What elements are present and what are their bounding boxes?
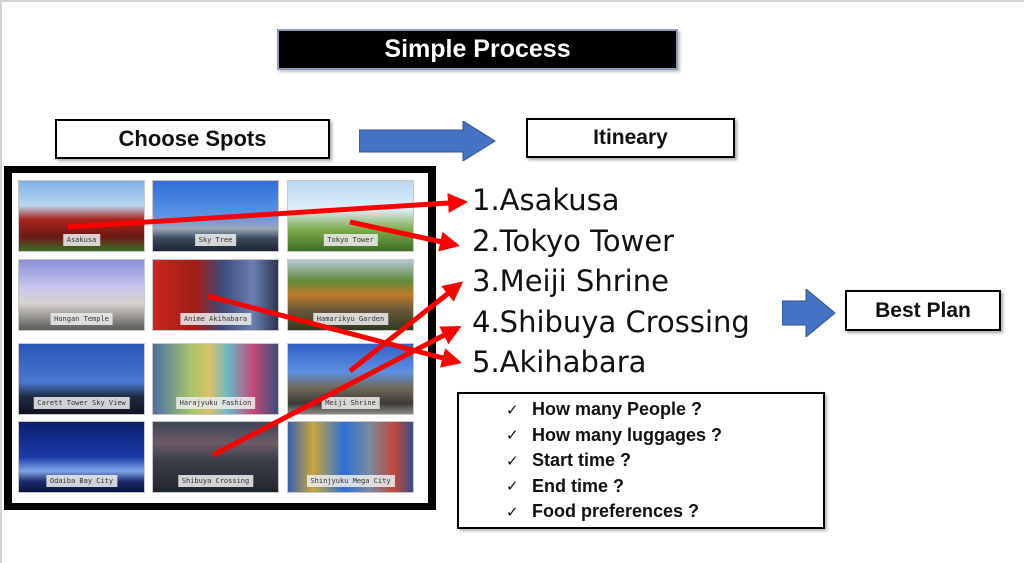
slide-title: Simple Process bbox=[277, 29, 678, 70]
checklist: ✓ How many People ? ✓ How many luggages ? ✓ S… bbox=[459, 394, 823, 525]
spot-tile[interactable]: Meiji Shrine bbox=[287, 343, 414, 415]
step-itinerary: Itineary bbox=[526, 118, 735, 158]
spot-tile[interactable]: Anime Akihabara bbox=[152, 259, 279, 331]
spot-tile[interactable]: Shinjyuku Mega City bbox=[287, 421, 414, 493]
spot-tile[interactable]: Hamarikyu Garden bbox=[287, 259, 414, 331]
checkmark-icon: ✓ bbox=[506, 478, 519, 496]
checklist-item-label: Start time ? bbox=[532, 450, 632, 471]
spot-tile[interactable]: Carett Tower Sky View bbox=[18, 343, 145, 415]
step-choose-spots-label: Choose Spots bbox=[118, 126, 267, 151]
spot-tile[interactable]: Asakusa bbox=[18, 180, 145, 252]
slide-border-top bbox=[0, 0, 1024, 2]
slide-title-text: Simple Process bbox=[384, 35, 571, 63]
spot-caption: Carett Tower Sky View bbox=[33, 397, 130, 409]
checkmark-icon: ✓ bbox=[506, 401, 519, 419]
checklist-item: ✓ How many People ? bbox=[506, 397, 823, 423]
spot-caption: Shinjyuku Mega City bbox=[306, 475, 395, 487]
checklist-item: ✓ End time ? bbox=[506, 474, 823, 500]
spot-tile[interactable]: Harajyuku Fashion bbox=[152, 343, 279, 415]
spot-caption: Shibuya Crossing bbox=[177, 475, 254, 487]
itinerary-item: 2.Tokyo Tower bbox=[472, 223, 675, 258]
checklist-item-label: How many People ? bbox=[532, 399, 703, 420]
checkmark-icon: ✓ bbox=[506, 452, 519, 470]
spot-tile[interactable]: Odaiba Bay City bbox=[18, 421, 145, 493]
checklist-item: ✓ Food preferences ? bbox=[506, 499, 823, 525]
checklist-box: ✓ How many People ? ✓ How many luggages ? ✓ S… bbox=[457, 392, 825, 529]
slide-border-left bbox=[0, 0, 2, 563]
checklist-item: ✓ How many luggages ? bbox=[506, 423, 823, 449]
itinerary-item: 4.Shibuya Crossing bbox=[472, 304, 750, 339]
step-itinerary-label: Itineary bbox=[593, 126, 668, 149]
spot-tile[interactable]: Sky Tree bbox=[152, 180, 279, 252]
spot-caption: Odaiba Bay City bbox=[45, 475, 118, 487]
spot-caption: Tokyo Tower bbox=[323, 234, 378, 246]
step-best-plan: Best Plan bbox=[845, 290, 1001, 331]
step-best-plan-label: Best Plan bbox=[875, 298, 971, 322]
spot-tile[interactable]: Tokyo Tower bbox=[287, 180, 414, 252]
spot-caption: Sky Tree bbox=[194, 234, 237, 246]
checklist-item: ✓ Start time ? bbox=[506, 448, 823, 474]
flow-arrow-1-icon bbox=[359, 121, 496, 161]
spot-caption: Meiji Shrine bbox=[321, 397, 380, 409]
spot-caption: Anime Akihabara bbox=[179, 313, 252, 325]
spot-caption: Asakusa bbox=[62, 234, 101, 246]
flow-arrow-2-icon bbox=[782, 289, 836, 337]
spot-caption: Hongan Temple bbox=[50, 313, 113, 325]
checkmark-icon: ✓ bbox=[506, 503, 519, 521]
itinerary-list: 1.Asakusa 2.Tokyo Tower 3.Meiji Shrine 4.Sh… bbox=[472, 180, 750, 383]
itinerary-item: 1.Asakusa bbox=[472, 183, 620, 217]
itinerary-item: 3.Meiji Shrine bbox=[472, 264, 669, 298]
spot-caption: Harajyuku Fashion bbox=[175, 397, 256, 409]
checkmark-icon: ✓ bbox=[506, 427, 519, 445]
step-choose-spots: Choose Spots bbox=[55, 119, 330, 159]
spot-tile[interactable]: Hongan Temple bbox=[18, 259, 145, 331]
spot-caption: Hamarikyu Garden bbox=[312, 313, 389, 325]
spot-tile[interactable]: Shibuya Crossing bbox=[152, 421, 279, 493]
checklist-item-label: Food preferences ? bbox=[532, 501, 700, 522]
checklist-item-label: How many luggages ? bbox=[532, 424, 723, 445]
checklist-item-label: End time ? bbox=[532, 475, 625, 496]
itinerary-item: 5.Akihabara bbox=[472, 345, 647, 379]
